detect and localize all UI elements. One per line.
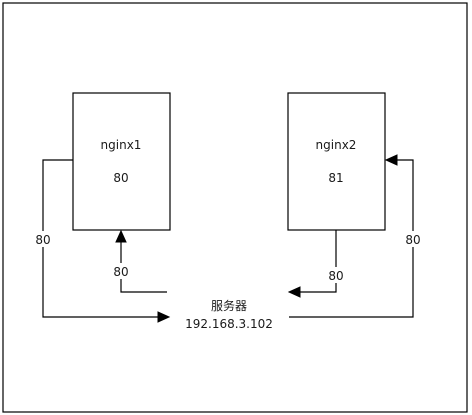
inner-right-connector: 80 xyxy=(287,230,347,298)
nginx2-node: nginx2 81 xyxy=(287,92,386,231)
server-ip: 192.168.3.102 xyxy=(185,317,273,331)
outer-left-label-bg xyxy=(32,231,54,247)
inner-left-arrowhead xyxy=(115,229,127,243)
outer-right-connector: 80 xyxy=(289,154,424,318)
server-name: 服务器 xyxy=(211,298,247,313)
inner-left-line xyxy=(120,240,167,293)
outer-right-port-label: 80 xyxy=(405,233,420,247)
nginx2-box xyxy=(287,92,386,231)
inner-right-label-bg xyxy=(325,267,347,283)
nginx1-port: 80 xyxy=(113,171,128,185)
inner-left-label-bg xyxy=(110,263,132,279)
nginx1-name: nginx1 xyxy=(101,138,142,152)
nginx1-box xyxy=(72,92,171,231)
outer-left-port-label: 80 xyxy=(35,233,50,247)
outer-right-arrowhead xyxy=(384,154,398,166)
inner-right-arrowhead xyxy=(287,286,301,298)
inner-right-port-label: 80 xyxy=(328,269,343,283)
outer-left-connector: 80 xyxy=(32,159,171,323)
inner-right-line xyxy=(298,230,337,293)
server-node: 服务器 192.168.3.102 xyxy=(185,298,273,331)
nginx2-port: 81 xyxy=(328,171,343,185)
outer-right-label-bg xyxy=(402,231,424,247)
nginx2-name: nginx2 xyxy=(316,138,357,152)
outer-left-arrowhead xyxy=(157,311,171,323)
inner-left-connector: 80 xyxy=(110,229,167,293)
inner-left-port-label: 80 xyxy=(113,265,128,279)
nginx1-node: nginx1 80 xyxy=(72,92,171,231)
